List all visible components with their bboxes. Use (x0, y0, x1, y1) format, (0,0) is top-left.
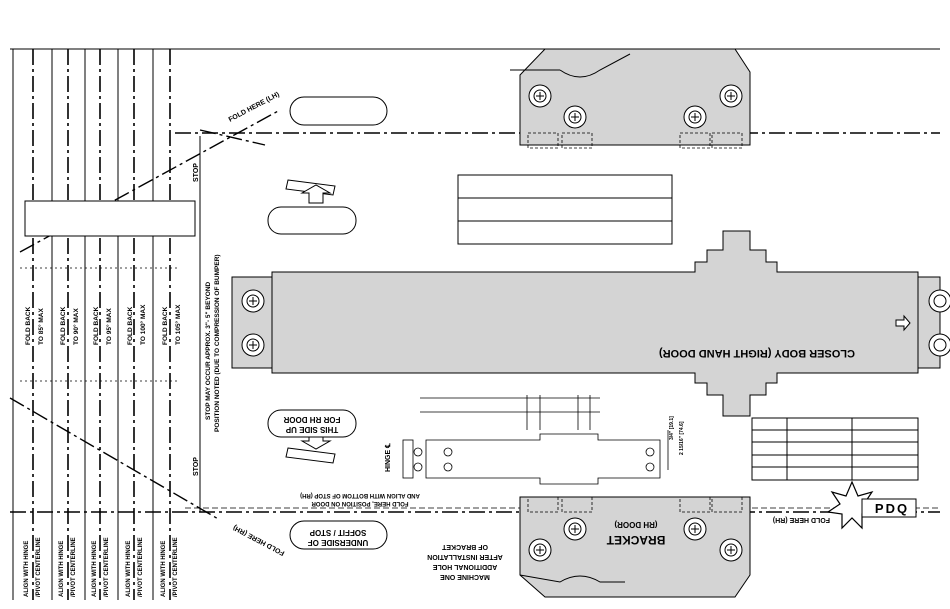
soffit-line1: UNDERSIDE OF (308, 538, 369, 547)
fold-tick-marks (20, 267, 180, 382)
arm-arrow-up-icon (285, 179, 336, 204)
dimension-d1: 3/4" [19.1] (669, 416, 675, 440)
svg-text:TO 95° MAX: TO 95° MAX (105, 308, 113, 345)
machine-note-line4: OF BRACKET (441, 543, 488, 550)
stop-note-line2: POSITION NOTED (DUE TO COMPRESSION OF BU… (214, 254, 221, 432)
door-fold-note-line2: AND ALIGN WITH BOTTOM OF STOP (RH) (300, 492, 420, 498)
bracket-title: BRACKET (606, 533, 665, 547)
svg-text:FOLD BACK: FOLD BACK (93, 306, 100, 345)
door-fold-note-line1: FOLD HERE, POSITION ON DOOR (311, 500, 409, 506)
fold-label-lh: FOLD HERE (LH) (228, 91, 281, 124)
top-info-table (457, 174, 673, 245)
svg-text:/PIVOT CENTERLINE: /PIVOT CENTERLINE (138, 537, 144, 597)
bottom-bracket-screw-icons (528, 517, 743, 562)
pdq-logo (826, 480, 917, 530)
closer-body-screw-icons (241, 289, 950, 357)
alignment-column-lines (32, 49, 171, 600)
svg-text:/PIVOT CENTERLINE: /PIVOT CENTERLINE (71, 537, 77, 597)
dimension-d2: 2 15/16" [74.6] (679, 421, 685, 455)
machine-note-line3: AFTER INSTALLATION (427, 553, 503, 560)
bracket-subtitle: (RH DOOR) (614, 520, 657, 529)
svg-text:TO 85° MAX: TO 85° MAX (37, 308, 45, 345)
top-slot (289, 96, 388, 126)
stop-note-line1: STOP MAY OCCUR APPROX. 3"- 5" BEYOND (205, 281, 212, 420)
svg-text:FOLD BACK: FOLD BACK (162, 306, 169, 345)
svg-text:ALIGN WITH HINGE: ALIGN WITH HINGE (24, 541, 30, 597)
bottom-slot (289, 520, 388, 550)
column-label-box (24, 200, 196, 237)
svg-text:TO 100° MAX: TO 100° MAX (139, 304, 147, 345)
svg-text:FOLD BACK: FOLD BACK (25, 306, 32, 345)
align-hinge-labels: ALIGN WITH HINGE /PIVOT CENTERLINE ALIGN… (24, 537, 179, 597)
svg-text:ALIGN WITH HINGE: ALIGN WITH HINGE (59, 541, 65, 597)
stop-label-top: STOP (193, 163, 200, 182)
svg-text:ALIGN WITH HINGE: ALIGN WITH HINGE (92, 541, 98, 597)
closer-body-label: CLOSER BODY (RIGHT HAND DOOR) (659, 347, 855, 359)
fold-label-rh-right: FOLD HERE (RH) (773, 516, 830, 523)
template-side-lines (12, 49, 154, 600)
middle-slot (267, 206, 357, 235)
lower-info-table (751, 417, 919, 481)
pdq-logo-text: PDQ (875, 501, 909, 516)
svg-text:/PIVOT CENTERLINE: /PIVOT CENTERLINE (173, 537, 179, 597)
fold-back-labels: FOLD BACK TO 85° MAX FOLD BACK TO 90° MA… (25, 304, 182, 345)
svg-text:FOLD BACK: FOLD BACK (60, 306, 67, 345)
hinge-label: HINGE ℄ (384, 443, 392, 472)
top-bracket-screw-icons (528, 84, 743, 129)
svg-text:/PIVOT CENTERLINE: /PIVOT CENTERLINE (104, 537, 110, 597)
this-side-up-line2: FOR RH DOOR (283, 415, 340, 424)
svg-text:/PIVOT CENTERLINE: /PIVOT CENTERLINE (36, 537, 42, 597)
closer-direction-arrow-icon (895, 314, 911, 332)
svg-text:ALIGN WITH HINGE: ALIGN WITH HINGE (161, 541, 167, 597)
svg-text:TO 105° MAX: TO 105° MAX (174, 304, 182, 345)
machine-note-line2: ADDITIONAL HOLE (432, 563, 497, 570)
fold-label-rh-left: FOLD HERE (RH) (232, 523, 286, 556)
closer-body-shape (231, 230, 941, 417)
svg-text:ALIGN WITH HINGE: ALIGN WITH HINGE (126, 541, 132, 597)
svg-text:TO 90° MAX: TO 90° MAX (72, 308, 80, 345)
svg-text:FOLD BACK: FOLD BACK (127, 306, 134, 345)
stop-label-bottom: STOP (193, 457, 200, 476)
soffit-line2: SOFFIT / STOP (309, 528, 366, 537)
machine-note-line1: MACHINE ONE (440, 573, 490, 580)
this-side-up-line1: THIS SIDE UP (285, 425, 338, 434)
this-side-up-slot (267, 409, 357, 438)
detail-drawing (402, 395, 669, 485)
